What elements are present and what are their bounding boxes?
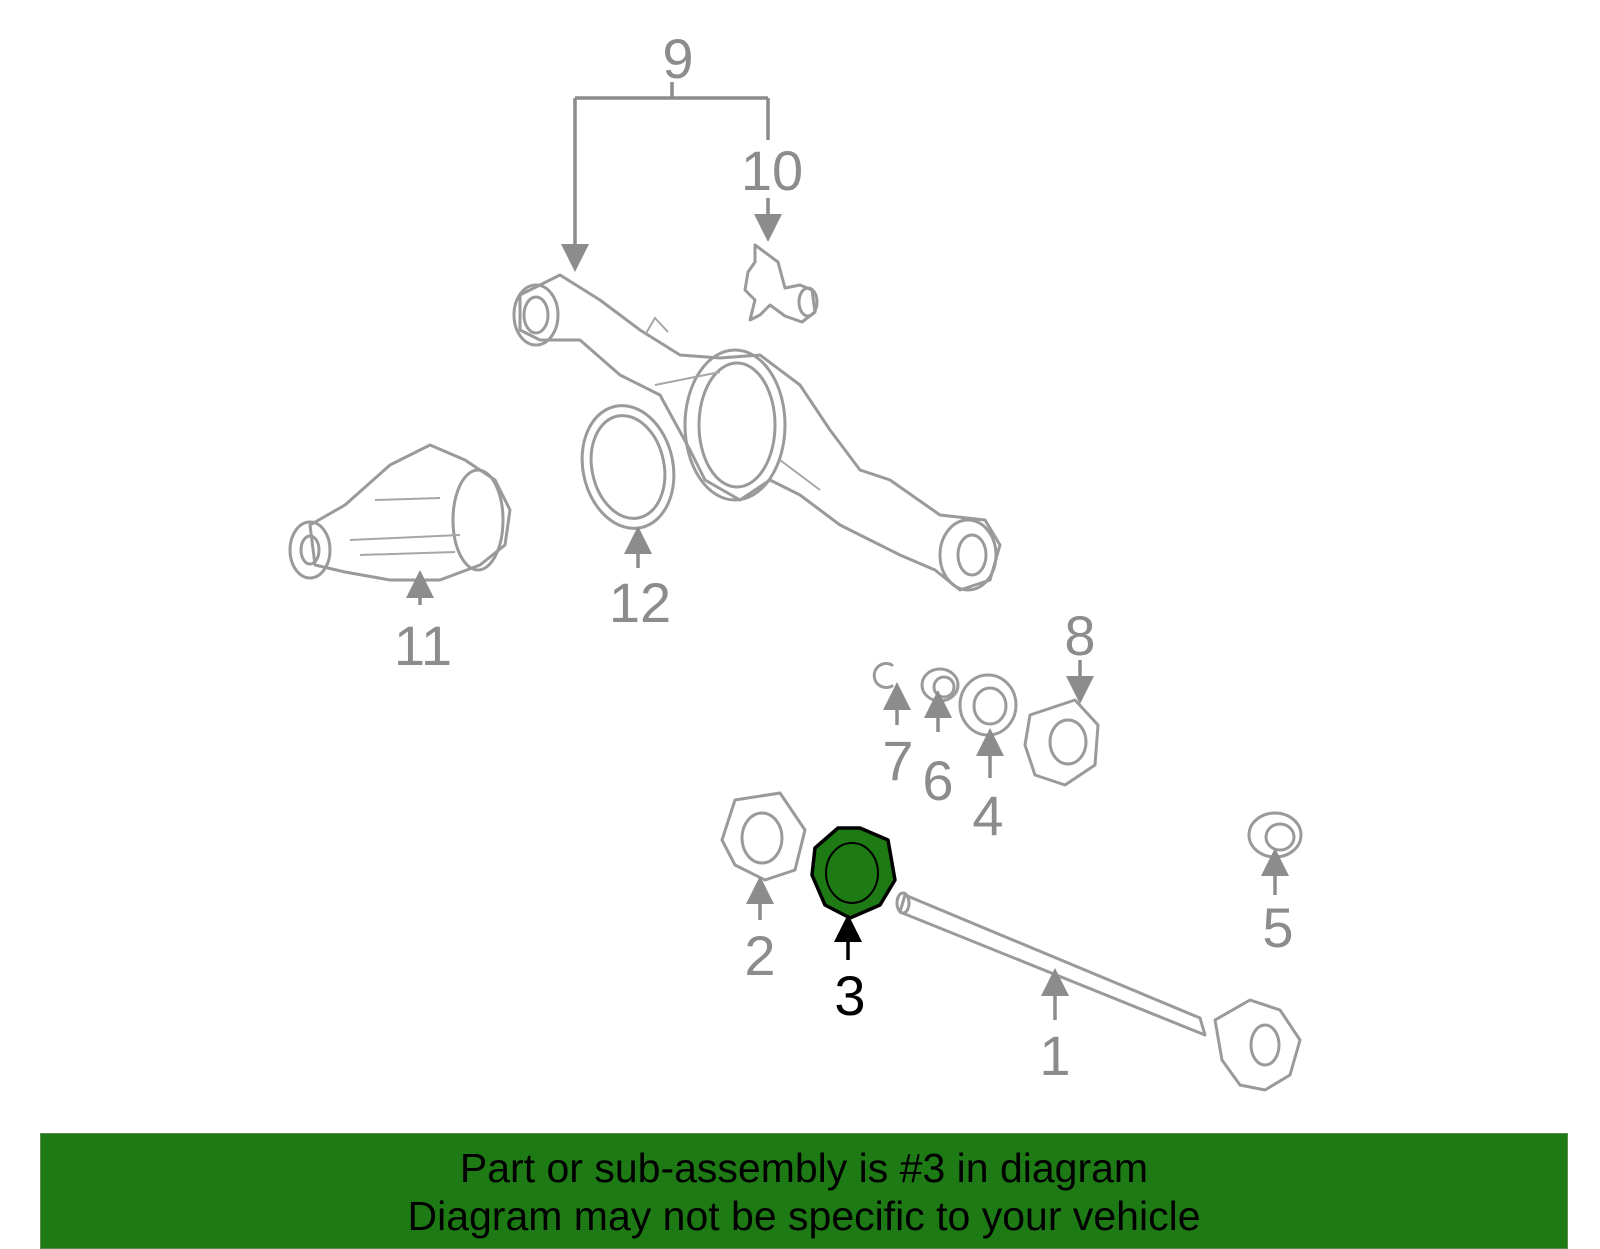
callout-4: 4	[972, 784, 1003, 847]
callout-11: 11	[394, 614, 452, 677]
leader-lines	[406, 82, 1289, 1020]
callout-5: 5	[1262, 896, 1293, 959]
cover-gasket-part	[580, 404, 676, 530]
callout-8: 8	[1064, 604, 1095, 667]
banner-line-2: Diagram may not be specific to your vehi…	[407, 1193, 1201, 1239]
bearing-part	[958, 673, 1018, 737]
differential-carrier-part	[288, 443, 512, 582]
callout-2: 2	[744, 924, 775, 987]
backing-plate-part	[720, 791, 807, 882]
callout-1: 1	[1039, 1024, 1070, 1087]
axle-housing-part	[512, 273, 1002, 592]
callout-6: 6	[922, 749, 953, 812]
callout-12: 12	[609, 571, 671, 634]
bracket-part	[743, 243, 819, 324]
bushing-part	[1247, 811, 1303, 859]
parts-diagram: 9 10 11 12 8 7 6 4 2 3 5 1	[288, 27, 1303, 1092]
callout-7: 7	[882, 729, 913, 792]
axle-shaft-part	[895, 891, 1302, 1092]
retainer-part	[1023, 698, 1100, 787]
info-banner: Part or sub-assembly is #3 in diagram Di…	[40, 1133, 1568, 1249]
highlighted-plate-part-3	[810, 826, 897, 920]
callout-3: 3	[834, 964, 865, 1027]
spacer-part	[920, 667, 960, 703]
banner-line-1: Part or sub-assembly is #3 in diagram	[459, 1145, 1149, 1191]
callout-10: 10	[741, 139, 803, 202]
callout-9: 9	[662, 27, 693, 90]
snap-ring-part	[872, 662, 894, 689]
